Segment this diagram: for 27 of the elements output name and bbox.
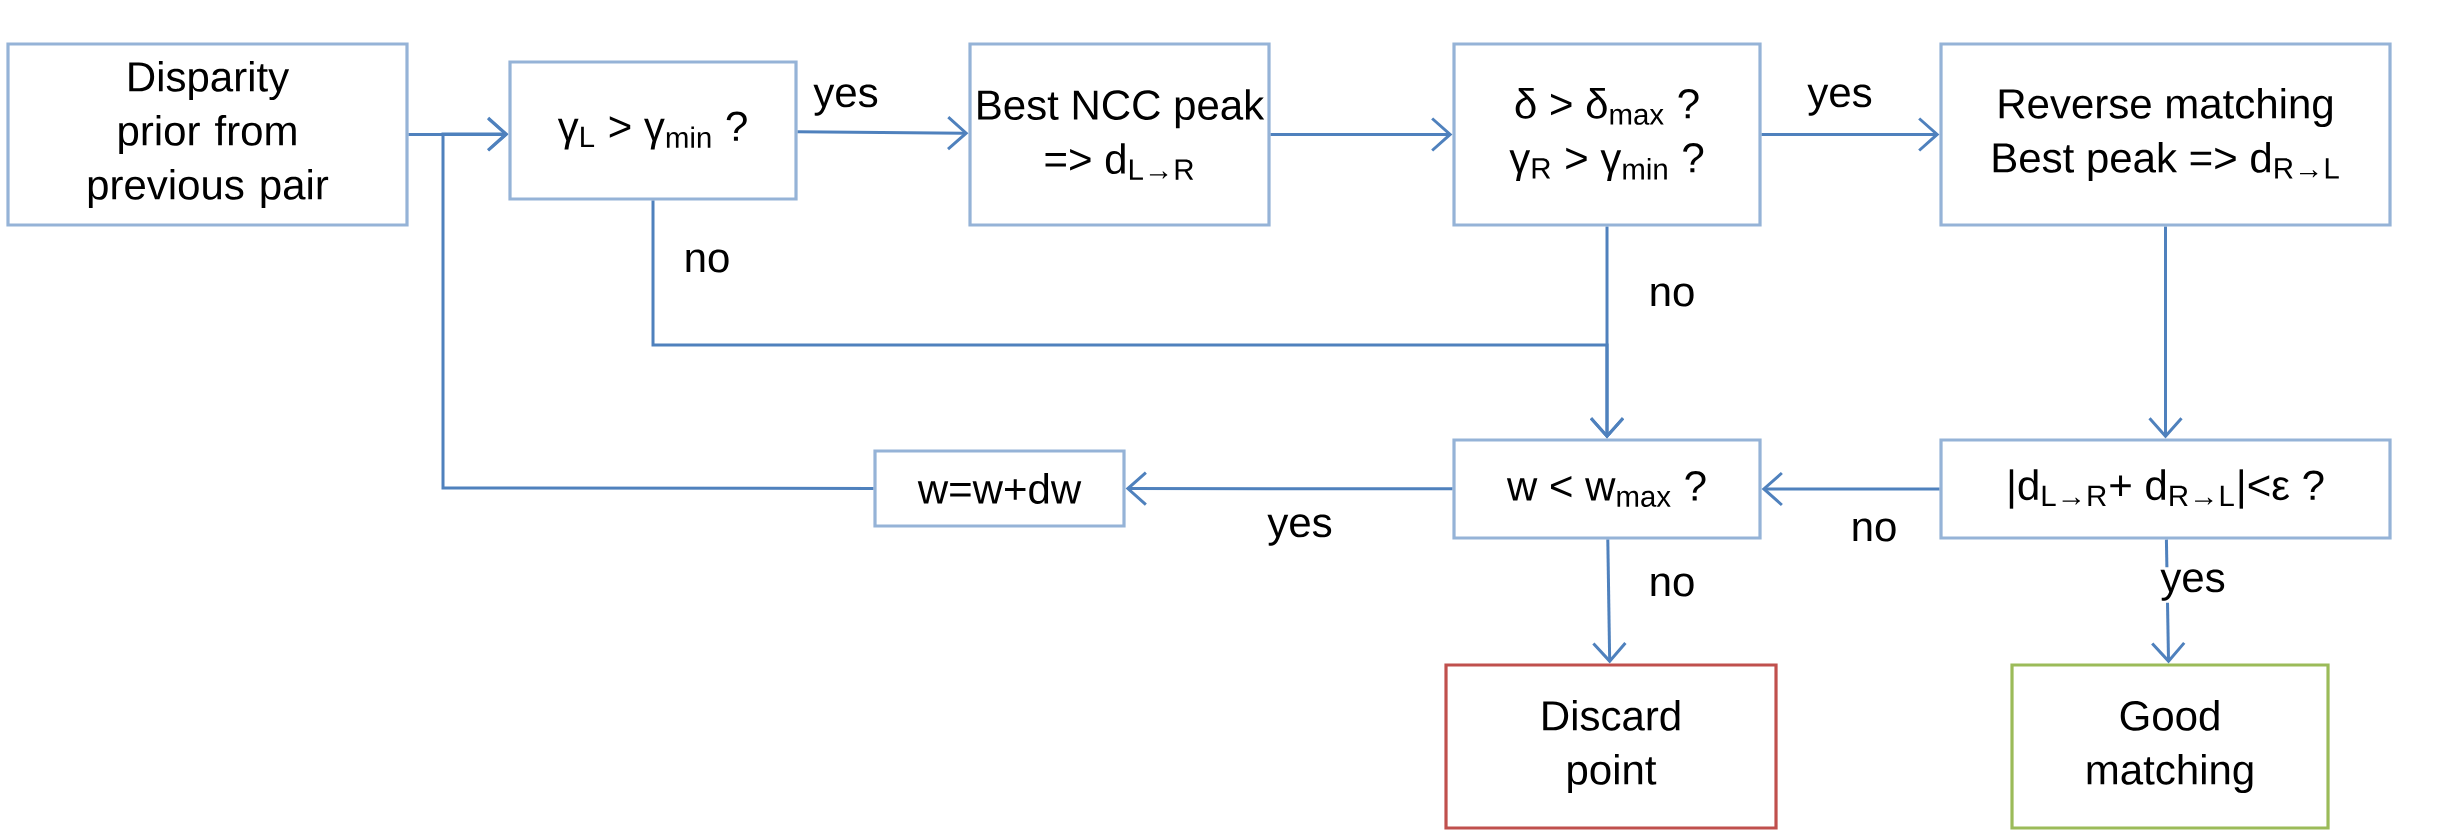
decision-box: |d$_{L→R}$+ d$_{R→L}$|<ε ? [1939, 438, 2392, 540]
edge-label: no [1646, 571, 1698, 599]
decision-box: δ > δ$_{max}$ ? γ$_{R}$ > γ$_{min}$ ? [1452, 42, 1762, 227]
arrow [441, 116, 874, 490]
arrow [1761, 117, 1940, 152]
result-box: Discard point [1444, 663, 1778, 830]
process-box: Reverse matching Best peak => d$_{R→L}$ [1939, 42, 2392, 227]
arrow [1270, 117, 1453, 152]
process-box: Best NCC peak => d$_{L→R}$ [968, 42, 1271, 227]
process-box: w=w+dw [873, 449, 1126, 528]
edge-label: no [681, 247, 733, 275]
edge-label: no [1646, 281, 1698, 309]
edge-label: yes [2158, 567, 2228, 603]
decision-box: γ$_{L}$ > γ$_{min}$ ? [508, 60, 798, 201]
edge-label: no [1848, 516, 1900, 544]
process-box: Disparity prior from previous pair [6, 42, 409, 227]
edge-label: yes [1265, 512, 1335, 548]
edge-label: yes [811, 82, 881, 118]
arrow [797, 115, 969, 151]
arrow [1592, 539, 1627, 664]
decision-box: w < w$_{max}$ ? [1452, 438, 1762, 540]
arrow [1589, 226, 1625, 439]
arrow [1761, 471, 1940, 507]
arrow [1125, 471, 1453, 506]
result-box: Good matching [2010, 663, 2330, 830]
edge-label: yes [1805, 82, 1875, 118]
arrow [2148, 226, 2183, 439]
